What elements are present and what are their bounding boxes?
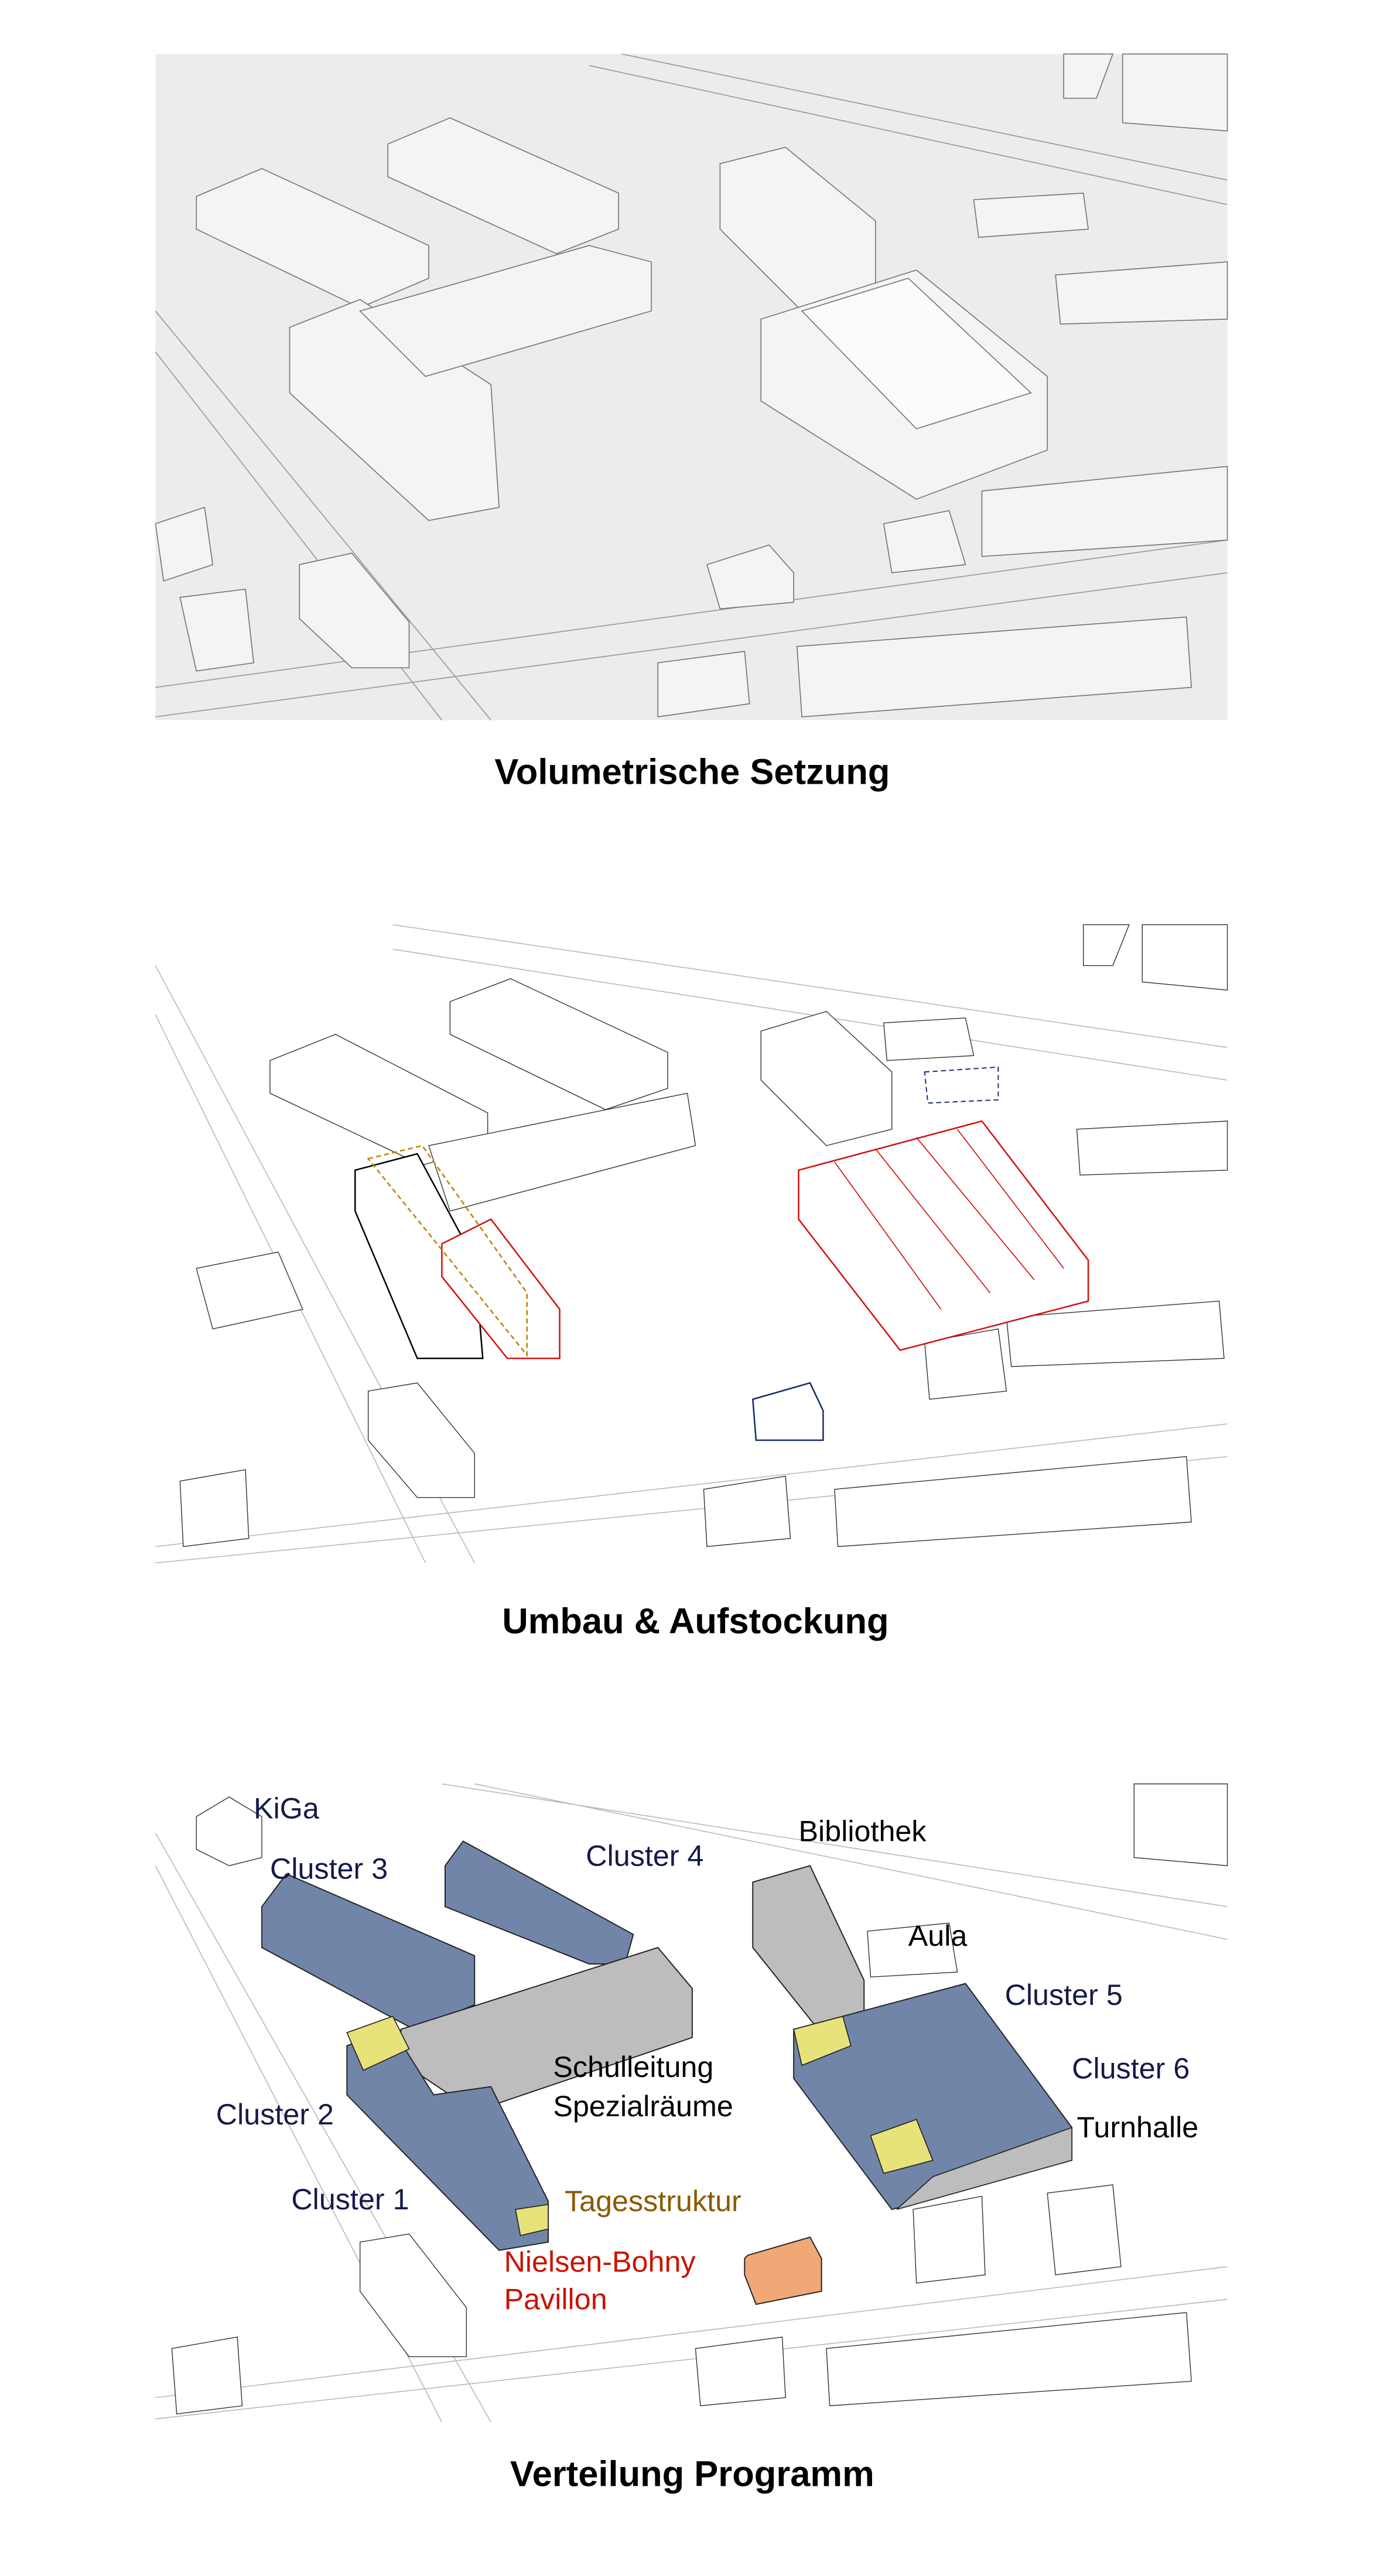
cluster-3-building xyxy=(261,1873,476,2030)
panel-volumetrische-setzung: Volumetrische Setzung xyxy=(155,53,1228,792)
tagesstruktur-block xyxy=(515,2203,549,2236)
panel-umbau-aufstockung: Umbau & Aufstockung xyxy=(155,924,1228,1642)
tagesstruktur-block xyxy=(793,2015,852,2066)
label-cluster-4: Cluster 4 xyxy=(586,1839,703,1872)
label-cluster-1: Cluster 1 xyxy=(291,2182,409,2216)
bibliothek-building xyxy=(752,1865,865,2030)
pavillon-building xyxy=(744,2236,822,2305)
context-buildings xyxy=(171,1783,1228,2415)
program-labels: KiGa Cluster 3 Cluster 4 Bibliothek Aula… xyxy=(216,1791,1198,2315)
label-schulleitung: Schulleitung xyxy=(553,2050,713,2083)
label-turnhalle: Turnhalle xyxy=(1077,2110,1199,2144)
building-volumes xyxy=(155,53,1228,718)
panel-verteilung-programm: KiGa Cluster 3 Cluster 4 Bibliothek Aula… xyxy=(155,1783,1228,2494)
tagesstruktur-block xyxy=(346,2015,410,2071)
panel-title: Umbau & Aufstockung xyxy=(502,1601,888,1642)
label-cluster-5: Cluster 5 xyxy=(1005,1978,1123,2011)
panel-title: Volumetrische Setzung xyxy=(494,751,890,792)
label-cluster-3: Cluster 3 xyxy=(270,1852,388,1885)
label-pavillon-line2: Pavillon xyxy=(504,2283,607,2316)
umbau-highlight xyxy=(354,1066,1089,1441)
label-bibliothek: Bibliothek xyxy=(799,1814,927,1847)
context-buildings xyxy=(179,924,1228,1547)
label-aula: Aula xyxy=(908,1919,968,1952)
label-pavillon-line1: Nielsen-Bohny xyxy=(504,2244,696,2278)
label-cluster-6: Cluster 6 xyxy=(1072,2052,1190,2085)
label-tagesstruktur: Tagesstruktur xyxy=(565,2184,741,2218)
label-cluster-2: Cluster 2 xyxy=(216,2097,334,2131)
panel-title: Verteilung Programm xyxy=(510,2454,874,2494)
label-spezialraeume: Spezialräume xyxy=(553,2089,733,2123)
program-buildings xyxy=(261,1840,1073,2305)
cluster-1-2-building xyxy=(346,2028,549,2251)
tagesstruktur-block xyxy=(870,2119,934,2174)
label-kiga: KiGa xyxy=(254,1791,319,1825)
turnhalle-volume xyxy=(896,2127,1072,2210)
